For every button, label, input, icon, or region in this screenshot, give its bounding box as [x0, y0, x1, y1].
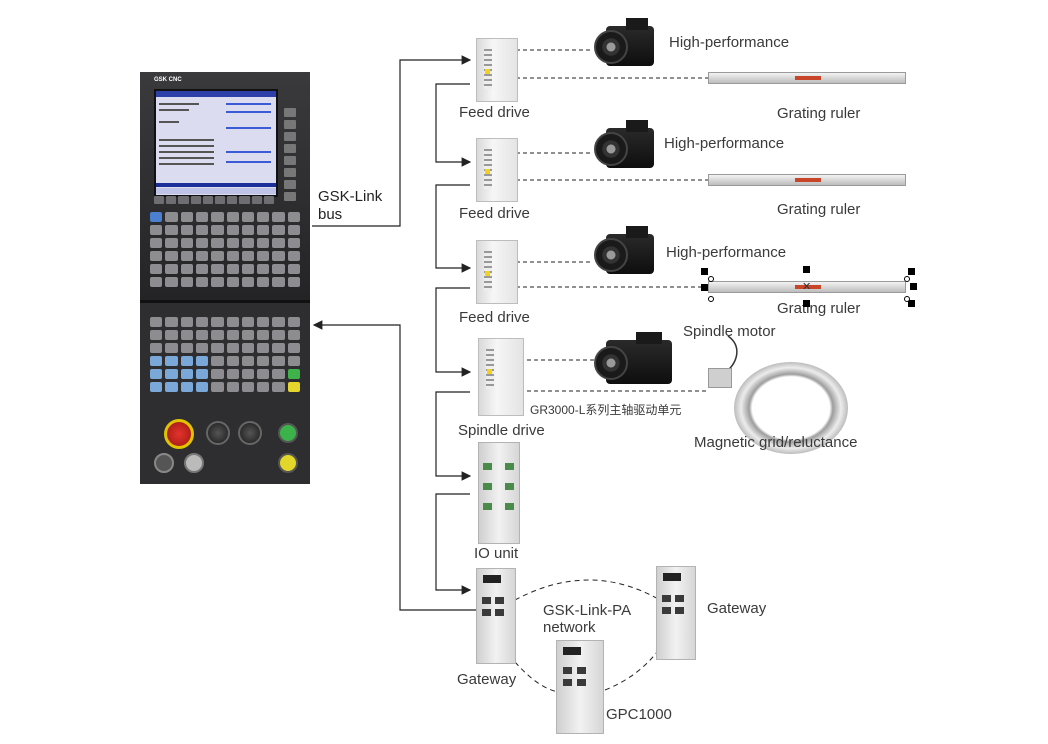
bus-label-line2: bus [318, 206, 343, 223]
feed-drive-3 [476, 240, 518, 304]
magnetic-grid-label: Magnetic grid/reluctance [694, 434, 858, 451]
spindle-motor [592, 332, 676, 386]
io-unit [478, 442, 520, 544]
grating-ruler-3[interactable] [708, 281, 906, 293]
rotation-handle[interactable] [904, 296, 910, 302]
spindle-drive [478, 338, 524, 416]
selection-handle[interactable] [803, 266, 810, 273]
grating-ruler-3-label: Grating ruler [777, 300, 861, 317]
selection-handle[interactable] [701, 284, 708, 291]
feed-drive-2 [476, 138, 518, 202]
selection-handle[interactable] [908, 300, 915, 307]
cnc-controller: GSK CNC [140, 72, 310, 484]
gateway-left [476, 568, 516, 664]
spindle-motor-label: Spindle motor [683, 323, 776, 340]
cycle-start-button[interactable] [278, 423, 298, 443]
magnetic-grid-ring [734, 362, 848, 454]
cycle-stop-button[interactable] [278, 453, 298, 473]
cnc-side-keys[interactable] [284, 108, 298, 204]
gpc1000-controller [556, 640, 604, 734]
cnc-brand: GSK CNC [154, 77, 182, 83]
servo-motor-3-label: High-performance [666, 244, 787, 261]
cnc-operator-panel [140, 303, 310, 484]
gateway-left-label: Gateway [457, 671, 517, 688]
feed-override-knob[interactable] [206, 421, 230, 445]
network-label-line2: network [543, 619, 596, 636]
spindle-unit-label: GR3000-L系列主轴驱动单元 [530, 403, 682, 417]
magnetic-sensor-head [708, 368, 732, 388]
servo-motor-2-label: High-performance [664, 135, 785, 152]
cnc-upper-panel: GSK CNC [140, 72, 310, 303]
rotation-handle[interactable] [708, 296, 714, 302]
servo-motor-1 [592, 18, 656, 68]
feed-drive-1 [476, 38, 518, 102]
emergency-stop-button[interactable] [164, 419, 194, 449]
cnc-keypad[interactable] [150, 212, 300, 287]
cnc-operator-keys[interactable] [150, 317, 300, 392]
gpc1000-label: GPC1000 [606, 706, 672, 723]
cnc-screen [154, 89, 278, 197]
spindle-override-knob[interactable] [238, 421, 262, 445]
spindle-drive-label: Spindle drive [458, 422, 545, 439]
feed-drive-1-label: Feed drive [459, 104, 530, 121]
rotation-handle[interactable] [904, 276, 910, 282]
selection-handle[interactable] [910, 283, 917, 290]
grating-ruler-2-label: Grating ruler [777, 201, 861, 218]
gateway-right-label: Gateway [707, 600, 767, 617]
selection-handle[interactable] [908, 268, 915, 275]
servo-motor-1-label: High-performance [669, 34, 790, 51]
power-off-button[interactable] [184, 453, 204, 473]
feed-drive-2-label: Feed drive [459, 205, 530, 222]
grating-ruler-1 [708, 72, 906, 84]
key-switch[interactable] [154, 453, 174, 473]
servo-motor-2 [592, 120, 656, 170]
io-unit-label: IO unit [474, 545, 519, 562]
network-label-line1: GSK-Link-PA [543, 602, 632, 619]
feed-drive-3-label: Feed drive [459, 309, 530, 326]
rotation-handle[interactable] [708, 276, 714, 282]
network-label: GSK-Link-PA network [543, 602, 631, 636]
grating-ruler-1-label: Grating ruler [777, 105, 861, 122]
gateway-right [656, 566, 696, 660]
bus-label: GSK-Link bus [318, 188, 382, 224]
cnc-softkeys[interactable] [154, 196, 275, 204]
selection-handle[interactable] [803, 300, 810, 307]
selection-handle[interactable] [701, 268, 708, 275]
bus-label-line1: GSK-Link [318, 188, 383, 205]
servo-motor-3 [592, 226, 656, 276]
center-marker-icon: ✕ [802, 281, 812, 293]
grating-ruler-2 [708, 174, 906, 186]
